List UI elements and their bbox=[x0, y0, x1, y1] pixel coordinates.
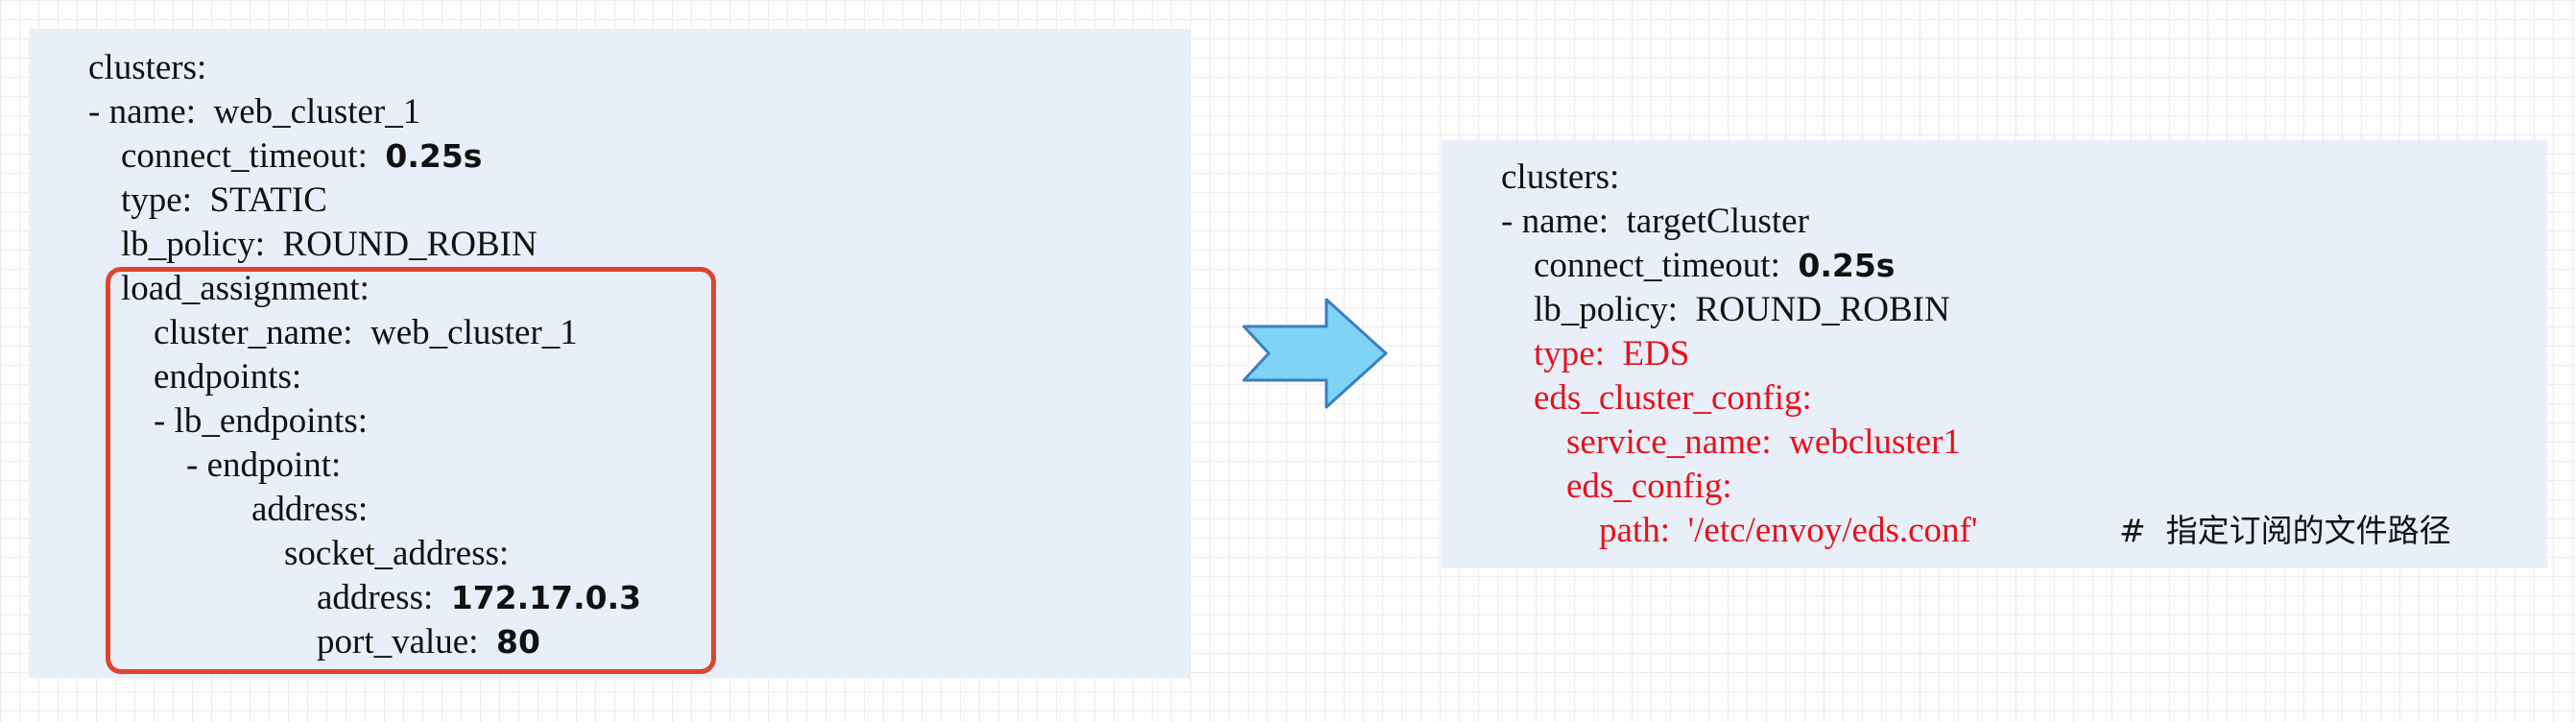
left-line-ip-address: address: 172.17.0.3 bbox=[317, 576, 641, 620]
right-line-path: path: '/etc/envoy/eds.conf' bbox=[1599, 511, 1978, 550]
right-line-eds-cluster-config: eds_cluster_config: bbox=[1534, 378, 1812, 418]
right-line-lb-policy: lb_policy: ROUND_ROBIN bbox=[1534, 290, 1950, 329]
left-connect-timeout-key: connect_timeout: bbox=[121, 136, 386, 176]
left-line-port-value: port_value: 80 bbox=[317, 620, 540, 664]
left-ip-address-key: address: bbox=[317, 578, 451, 617]
right-path-comment: # 指定订阅的文件路径 bbox=[2119, 512, 2451, 549]
left-line-connect-timeout: connect_timeout: 0.25s bbox=[121, 134, 482, 179]
left-line-address: address: bbox=[251, 490, 369, 529]
right-line-clusters: clusters: bbox=[1501, 157, 1620, 197]
left-line-clusters: clusters: bbox=[88, 48, 207, 87]
left-connect-timeout-value: 0.25s bbox=[385, 137, 483, 175]
right-config-panel bbox=[1442, 140, 2547, 568]
left-line-socket-address: socket_address: bbox=[284, 534, 510, 573]
left-line-load-assignment: load_assignment: bbox=[121, 269, 370, 308]
load-assignment-highlight-box bbox=[106, 267, 716, 674]
left-port-value-value: 80 bbox=[496, 623, 540, 661]
left-line-endpoints: endpoints: bbox=[154, 357, 302, 397]
left-line-lb-endpoints: - lb_endpoints: bbox=[154, 401, 369, 441]
left-line-name: - name: web_cluster_1 bbox=[88, 92, 421, 132]
right-line-type-eds: type: EDS bbox=[1534, 334, 1690, 373]
right-line-name: - name: targetCluster bbox=[1501, 202, 1809, 241]
right-line-connect-timeout: connect_timeout: 0.25s bbox=[1534, 244, 1895, 288]
left-line-type: type: STATIC bbox=[121, 180, 327, 220]
transform-arrow-icon bbox=[1242, 298, 1388, 409]
left-config-panel bbox=[29, 29, 1190, 678]
left-port-value-key: port_value: bbox=[317, 622, 497, 662]
right-line-eds-config: eds_config: bbox=[1566, 467, 1732, 506]
left-ip-address-value: 172.17.0.3 bbox=[450, 579, 642, 616]
right-connect-timeout-key: connect_timeout: bbox=[1534, 246, 1799, 285]
left-line-endpoint: - endpoint: bbox=[186, 445, 342, 485]
left-line-cluster-name: cluster_name: web_cluster_1 bbox=[154, 313, 578, 352]
right-line-service-name: service_name: webcluster1 bbox=[1566, 422, 1961, 462]
right-connect-timeout-value: 0.25s bbox=[1798, 247, 1896, 284]
left-line-lb-policy: lb_policy: ROUND_ROBIN bbox=[121, 225, 537, 264]
